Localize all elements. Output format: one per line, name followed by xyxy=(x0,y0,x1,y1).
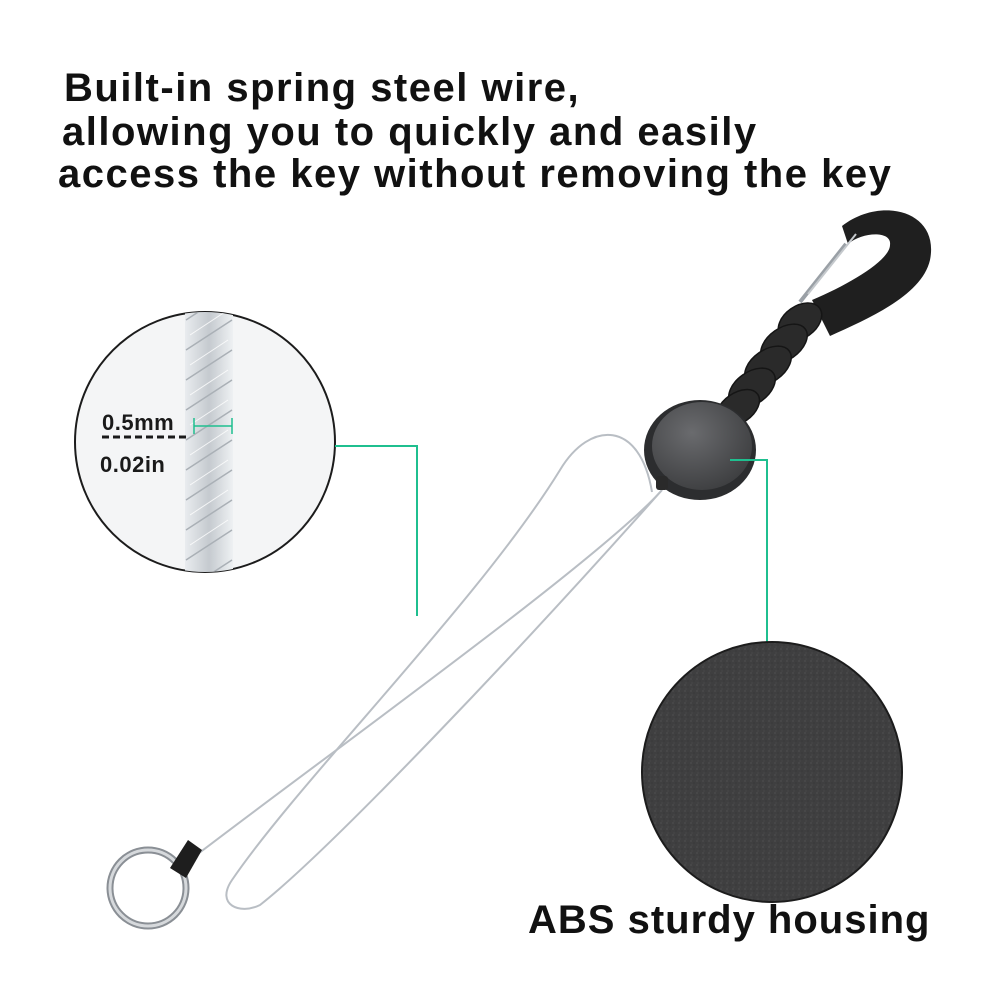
wire-diameter-metric: 0.5mm xyxy=(102,410,175,435)
housing-caption: ABS sturdy housing xyxy=(528,898,931,942)
housing-callout-line xyxy=(730,459,768,648)
steel-wire xyxy=(189,433,663,910)
wire-callout-line xyxy=(335,445,418,616)
wire-zoom-inset xyxy=(74,311,336,573)
headline-line-3: access the key without removing the key xyxy=(58,152,893,196)
housing-texture-inset xyxy=(641,641,903,903)
key-ring xyxy=(106,840,202,930)
carabiner xyxy=(798,210,932,336)
reel-housing xyxy=(644,400,756,500)
headline-line-1: Built-in spring steel wire, xyxy=(64,66,581,110)
headline-line-2: allowing you to quickly and easily xyxy=(62,110,758,154)
wire-diameter-imperial: 0.02in xyxy=(100,452,166,477)
